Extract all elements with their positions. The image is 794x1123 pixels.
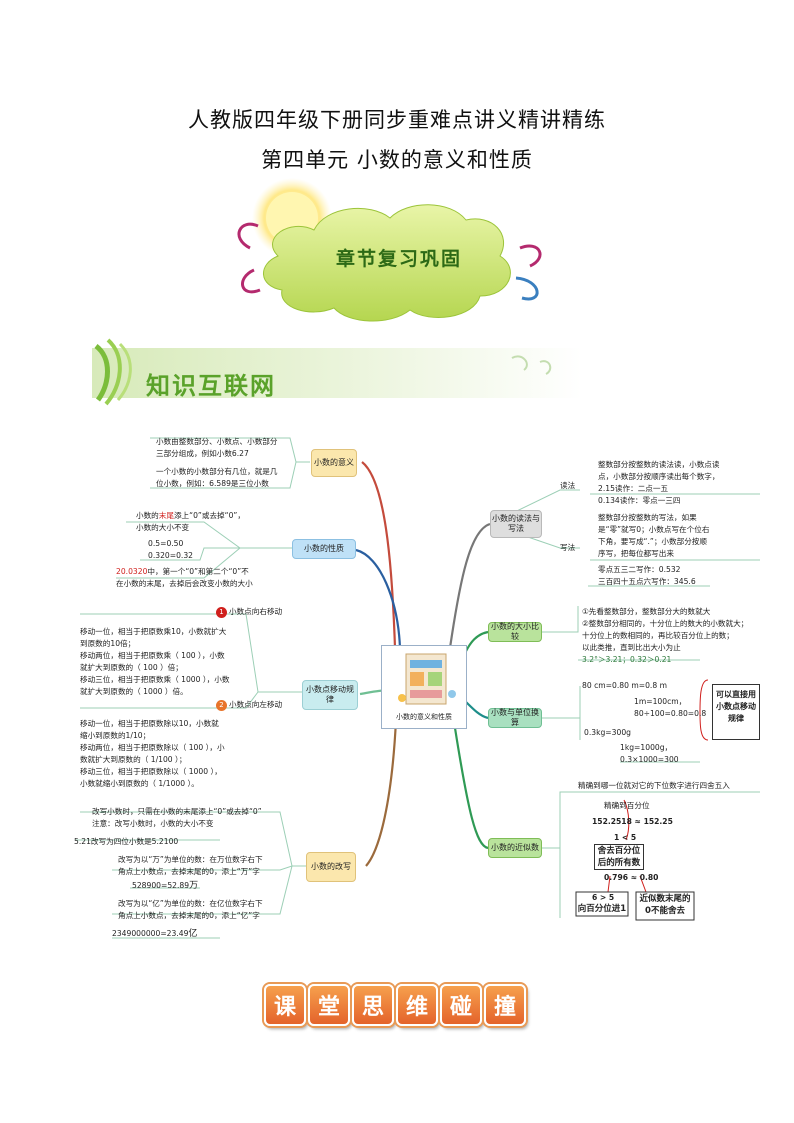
node-units: 小数与单位换算 xyxy=(488,708,542,728)
move-left-line-4: 数就扩大到原数的（ 1/100 ）； xyxy=(80,755,187,764)
rewrite-a-example: 5.21改写为四位小数是5.2100 xyxy=(74,837,179,846)
move-right-line-4: 就扩大到原数的（ 100 ）倍； xyxy=(80,663,183,672)
approx-rule: 精确到哪一位就对它的下位数字进行四舍五入 xyxy=(578,781,730,790)
approx-box-1: 舍去百分位后的所有数 xyxy=(594,844,644,870)
read-line-1: 整数部分按整数的读法读，小数点读 xyxy=(598,460,720,469)
move-right-line-5: 移动三位，相当于把原数乘（ 1000 ），小数 xyxy=(80,675,230,684)
move-left-title: 小数点向左移动 xyxy=(229,700,283,709)
move-right-title: 小数点向右移动 xyxy=(229,607,283,616)
move-right-line-3: 移动两位，相当于把原数乘（ 100 ），小数 xyxy=(80,651,225,660)
write-example-1: 零点五三二写作：0.532 xyxy=(598,565,681,574)
node-rewrite: 小数的改写 xyxy=(306,852,356,882)
meaning-line-3: 一个小数的小数部分有几位，就是几 xyxy=(156,467,278,476)
cloud-label: 章节复习巩固 xyxy=(336,248,463,270)
rewrite-c-line-2: 角点上小数点，去掉末尾的0，添上“亿”字 xyxy=(118,911,260,920)
approx-eq2: 0.796 ≈ 0.80 xyxy=(604,873,659,882)
move-left-line-5: 移动三位，相当于把原数除以（ 1000 ）， xyxy=(80,767,222,776)
approx-sub: 精确到百分位 xyxy=(604,801,650,810)
units-line-5: 1kg=1000g， xyxy=(620,743,673,752)
read-label: 读法 xyxy=(560,481,576,490)
page-subtitle: 第四单元 小数的意义和性质 xyxy=(261,148,533,172)
node-move: 小数点移动规律 xyxy=(302,680,358,710)
center-node: 小数的意义和性质 xyxy=(381,645,467,729)
move-right-line-6: 就扩大到原数的（ 1000 ）倍。 xyxy=(80,687,188,696)
meaning-line-1: 小数由整数部分、小数点、小数部分 xyxy=(156,437,278,446)
compare-line-2: ②整数部分相同的，十分位上的数大的小数就大； xyxy=(582,619,749,628)
footer-char-5: 碰 xyxy=(440,984,482,1026)
footer-char-2: 堂 xyxy=(308,984,350,1026)
number-badge-2: 2 xyxy=(216,700,227,711)
footer-title: 课 堂 思 维 碰 撞 xyxy=(264,984,534,1030)
rewrite-b-line-2: 角点上小数点，去掉末尾的0，添上“万”字 xyxy=(118,867,260,876)
rewrite-b-line-1: 改写为以“万”为单位的数：在万位数字右下 xyxy=(118,855,263,864)
write-example-2: 三百四十五点六写作：345.6 xyxy=(598,577,696,586)
units-line-6: 0.3×1000=300 xyxy=(620,755,679,764)
approx-box-3: 近似数末尾的0不能舍去 xyxy=(639,894,691,916)
move-left-line-3: 移动两位，相当于把原数除以（ 100 ），小 xyxy=(80,743,225,752)
footer-char-1: 课 xyxy=(264,984,306,1026)
meaning-line-2: 三部分组成，例如小数6.27 xyxy=(156,449,249,458)
approx-eq1: 152.2518 ≈ 152.25 xyxy=(592,817,673,826)
compare-example: 3.2°＞3.21；0.32＞0.21 xyxy=(582,655,672,664)
read-line-4: 0.134读作：零点一三四 xyxy=(598,496,681,505)
property-example-1: 0.5=0.50 xyxy=(148,539,184,548)
rewrite-c-line-1: 改写为以“亿”为单位的数：在亿位数字右下 xyxy=(118,899,263,908)
property-note-2: 在小数的末尾，去掉后会改变小数的大小 xyxy=(116,579,253,588)
node-readwrite: 小数的读法与写法 xyxy=(490,510,542,538)
compare-line-3: 十分位上的数相同的，再比较百分位上的数； xyxy=(582,631,734,640)
move-left-line-1: 移动一位，相当于把原数除以10，小数就 xyxy=(80,719,219,728)
write-line-1: 整数部分按整数的写法，如果 xyxy=(598,513,697,522)
rewrite-b-example: 528900=52.89万 xyxy=(132,881,199,891)
units-line-4: 0.3kg=300g xyxy=(584,728,631,737)
move-left-line-6: 小数就缩小到原数的（ 1/1000 ）。 xyxy=(80,779,199,788)
node-compare: 小数的大小比较 xyxy=(488,622,542,642)
write-line-4: 序写，把每位都写出来 xyxy=(598,549,674,558)
approx-compare-1: 1 < 5 xyxy=(614,833,637,842)
write-line-2: 是“零”就写0；小数点写在个位右 xyxy=(598,525,710,534)
property-line-1: 小数的末尾添上“0”或去掉“0”， xyxy=(136,511,245,520)
read-line-2: 点，小数部分按顺序读出每个数字， xyxy=(598,472,720,481)
rewrite-a-line-2: 注意：改写小数时，小数的大小不变 xyxy=(92,819,214,828)
move-left-line-2: 缩小到原数的1/10； xyxy=(80,731,151,740)
units-line-2: 1m=100cm， xyxy=(634,697,687,706)
read-line-3: 2.15读作：二点一五 xyxy=(598,484,669,493)
approx-compare-2: 6 > 5 xyxy=(592,893,615,902)
rewrite-a-line-1: 改写小数时，只需在小数的末尾添上“0”或去掉“0” xyxy=(92,807,262,816)
units-line-1: 80 cm=0.80 m=0.8 m xyxy=(582,681,667,690)
banner-label: 知识互联网 xyxy=(146,372,276,400)
footer-char-6: 撞 xyxy=(484,984,526,1026)
rewrite-c-example: 2349000000=23.49亿 xyxy=(112,929,198,939)
node-property: 小数的性质 xyxy=(292,539,356,559)
banner-graphic xyxy=(92,338,582,406)
move-right-line-1: 移动一位，相当于把原数乘10，小数就扩大 xyxy=(80,627,227,636)
center-label: 小数的意义和性质 xyxy=(396,713,452,721)
page-title: 人教版四年级下册同步重难点讲义精讲精练 xyxy=(188,108,606,132)
number-badge-1: 1 xyxy=(216,607,227,618)
book-icon xyxy=(398,653,456,705)
footer-char-3: 思 xyxy=(352,984,394,1026)
write-line-3: 下角，要写成“.”；小数部分按顺 xyxy=(598,537,707,546)
property-line-2: 小数的大小不变 xyxy=(136,523,190,532)
footer-char-4: 维 xyxy=(396,984,438,1026)
move-right-line-2: 到原数的10倍； xyxy=(80,639,136,648)
compare-line-4: 以此类推，直到比出大小为止 xyxy=(582,643,681,652)
cloud-graphic xyxy=(237,178,542,322)
units-line-3: 80÷100=0.80=0.8 xyxy=(634,709,707,718)
approx-box-2: 向百分位进1 xyxy=(577,904,627,914)
meaning-line-4: 位小数，例如：6.589是三位小数 xyxy=(156,479,269,488)
compare-line-1: ①先看整数部分，整数部分大的数就大 xyxy=(582,607,711,616)
write-label: 写法 xyxy=(560,543,576,552)
node-approx: 小数的近似数 xyxy=(488,838,542,858)
units-side-note: 可以直接用小数点移动规律 xyxy=(712,684,760,740)
property-example-2: 0.320=0.32 xyxy=(148,551,194,560)
node-meaning: 小数的意义 xyxy=(311,449,357,477)
property-note-1: 20.0320中，第一个“0”和第二个“0”不 xyxy=(116,567,249,576)
